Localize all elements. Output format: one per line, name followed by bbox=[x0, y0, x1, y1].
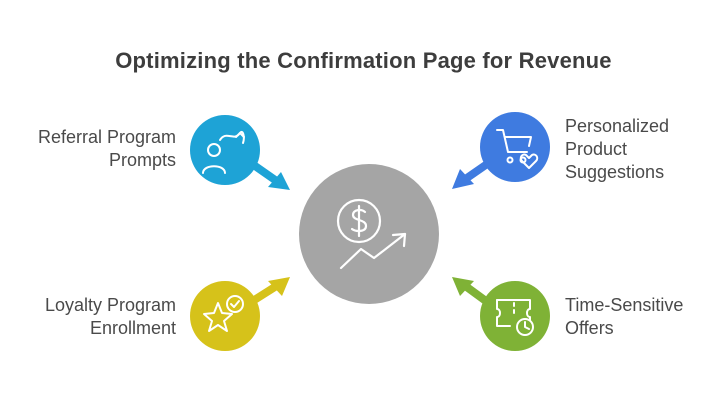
label-referral-program: Referral Program Prompts bbox=[37, 127, 176, 170]
personalized-circle bbox=[480, 112, 550, 182]
referral-circle bbox=[190, 115, 260, 185]
loyalty-circle bbox=[190, 281, 260, 351]
node-personalized-suggestions bbox=[452, 112, 550, 189]
node-referral-program bbox=[190, 115, 290, 190]
node-time-sensitive-offers bbox=[452, 277, 550, 351]
center-circle bbox=[299, 164, 439, 304]
shopping-cart-heart-icon bbox=[496, 129, 539, 169]
node-loyalty-program bbox=[190, 277, 290, 351]
dollar-growth-icon bbox=[336, 198, 407, 270]
diagram-title: Optimizing the Confirmation Page for Rev… bbox=[115, 48, 612, 73]
arrow-personalized bbox=[452, 158, 494, 189]
time-sensitive-circle bbox=[480, 281, 550, 351]
center-node bbox=[299, 164, 439, 304]
label-time-sensitive-offers: Time-Sensitive Offers bbox=[565, 295, 684, 338]
star-check-icon bbox=[203, 295, 244, 332]
label-personalized-suggestions: Personalized Product Suggestions bbox=[565, 116, 670, 182]
ticket-clock-icon bbox=[496, 299, 534, 336]
referral-user-icon bbox=[202, 131, 245, 174]
label-loyalty-program: Loyalty Program Enrollment bbox=[44, 295, 176, 338]
